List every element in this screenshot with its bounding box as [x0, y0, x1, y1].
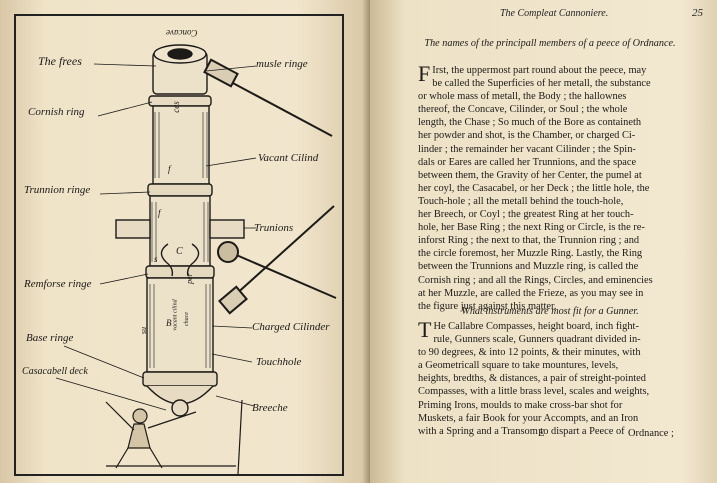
section1-line: Touch-hole ; all the metall behind the t…	[418, 195, 624, 207]
section2-line: to 90 degrees, & into 12 points, & their…	[418, 347, 641, 359]
drop-cap-f: F	[418, 61, 431, 86]
section1-line: at her Muzzle, are called the Frieze, as…	[418, 287, 644, 299]
barrel-mark-10: chace	[184, 312, 190, 326]
section1-line: hole, her Base Ring ; the next Ring or C…	[418, 222, 645, 234]
section1-heading: The names of the principall members of a…	[424, 38, 676, 49]
page-number: 25	[692, 7, 703, 19]
label-trunions: Trunions	[254, 222, 294, 234]
cannon-drawing	[55, 44, 337, 475]
section2-heading: What instruments are most fit for a Gunn…	[461, 306, 639, 317]
section2-line: heights, bredths, & distances, a pair of…	[418, 373, 646, 385]
section1-line: or whole mass of metall, the Body ; the …	[418, 91, 627, 103]
section2-body: T He Callabre Compasses, height board, i…	[418, 317, 717, 438]
cannon-engraving: Concave The frees musle ringe Cornish ri…	[14, 14, 344, 476]
section2-line: with a Spring and a Transom to dispart a…	[418, 425, 625, 437]
running-title: The Compleat Cannoniere.	[500, 8, 609, 19]
section1-line: Cornish ring ; and all the Rings, Circle…	[418, 274, 653, 286]
label-frees: The frees	[38, 54, 82, 68]
section1-line: be called the Superficies of her metall,…	[432, 78, 651, 90]
label-musle-ringe: musle ringe	[256, 58, 308, 70]
barrel-mark-5: s	[154, 254, 158, 264]
section2-line: a Geometricall square to take mountures,…	[418, 360, 619, 372]
section1-line: between the Trunnions and Muzzle ring, i…	[418, 261, 639, 273]
barrel-mark-8: su	[139, 326, 149, 335]
label-touchhole: Touchhole	[256, 356, 302, 368]
barrel-mark-2: f	[168, 164, 171, 174]
section1-line: the circle foremost, her Muzzle Ring. La…	[418, 248, 643, 260]
section1-line: between them, the Gravity of her Center,…	[418, 169, 642, 181]
section1-line: her powder and shot, is the Chamber, or …	[418, 130, 636, 142]
section1-line: her Breech, or Coyl ; the greatest Ring …	[418, 209, 634, 221]
section1-body: F Irst, the uppermost part round about t…	[418, 61, 717, 313]
label-charged-cilinder: Charged Cilinder	[252, 321, 330, 333]
section1-line: length, the Chase ; So much of the Bore …	[418, 117, 642, 129]
section1-line: the figure just against this matter.	[418, 300, 557, 312]
label-concave: Concave	[166, 28, 198, 38]
section2-line: Priming Irons, moulds to make cross-bar …	[418, 399, 623, 411]
section1-line: linder ; the remainder her vacant Cilind…	[418, 143, 636, 155]
barrel-mark-4: f	[158, 208, 161, 218]
section2-line: Muskets, a fair Book for your Accompts, …	[418, 412, 639, 424]
label-base-ringe: Base ringe	[26, 332, 74, 344]
label-breeche: Breeche	[252, 402, 288, 414]
section2-line: He Callabre Compasses, height board, inc…	[433, 321, 639, 332]
barrel-mark-3: C	[176, 246, 183, 257]
right-page: The Compleat Cannoniere. 25 The names of…	[370, 0, 717, 483]
label-cornish-ring: Cornish ring	[28, 106, 85, 118]
section1-line: thereof, the Concave, Cilinder, or Soul …	[418, 104, 628, 116]
section1-line: her coyl, the Casacabel, or her Deck ; t…	[418, 182, 650, 194]
barrel-mark-9: vacant cilind	[172, 299, 179, 331]
section2-line: Compasses, with a little brass level, sc…	[418, 386, 650, 398]
section1-line: inforst Ring ; the next to that, the Tru…	[418, 235, 640, 247]
label-casacabell-deck: Casacabell deck	[22, 366, 88, 377]
barrel-mark-6: per	[184, 273, 194, 284]
barrel-mark-7: B	[166, 318, 172, 328]
signature-mark: E	[538, 428, 545, 439]
barrel-mark-1: ces	[170, 101, 181, 113]
label-trunnion-ringe: Trunnion ringe	[24, 184, 91, 196]
drop-cap-t: T	[418, 317, 432, 342]
label-remforse-ringe: Remforse ringe	[24, 278, 92, 290]
label-vacant-cilind: Vacant Cilind	[258, 152, 319, 164]
left-page: Concave The frees musle ringe Cornish ri…	[0, 0, 370, 483]
section1-line: dals or Eares are called her Trunnions, …	[418, 156, 637, 168]
catchword: Ordnance ;	[628, 428, 674, 439]
section2-line: rule, Gunners scale, Gunners quadrant di…	[433, 334, 641, 346]
section1-line: Irst, the uppermost part round about the…	[432, 65, 647, 76]
